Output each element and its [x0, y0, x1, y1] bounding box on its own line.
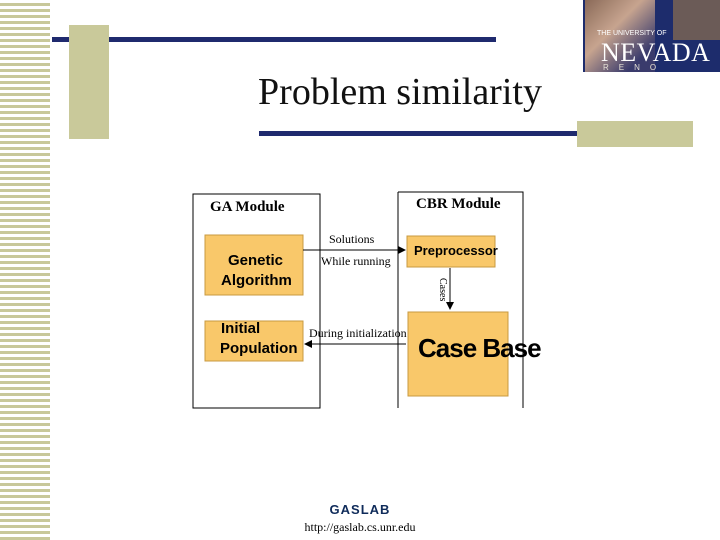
gaslab-logo: GASLAB — [329, 502, 391, 517]
genetic-algorithm-box — [204, 234, 304, 296]
striped-sidebar — [0, 0, 50, 540]
diagram-svg — [192, 191, 524, 409]
genetic-label: Genetic — [228, 252, 284, 269]
ga-module-frame — [192, 193, 321, 409]
slide-title: Problem similarity — [258, 71, 542, 113]
case-base-box — [407, 311, 509, 397]
algorithm-label: Algorithm — [221, 272, 292, 289]
top-olive-block — [69, 25, 109, 139]
cbr-module-frame — [397, 191, 524, 408]
cbr-module-label: CBR Module — [416, 196, 501, 212]
bottom-olive-block — [577, 121, 693, 147]
logo-photo — [585, 0, 655, 72]
ga-cbr-diagram: GA Module CBR Module Genetic Algorithm I… — [192, 191, 542, 409]
preprocessor-box — [406, 235, 496, 268]
preprocessor-label: Preprocessor — [414, 243, 498, 258]
while-running-label: While running — [321, 254, 391, 268]
initial-population-box — [204, 320, 304, 362]
university-logo: THE UNIVERSITY OF NEVADA RENO — [583, 0, 720, 72]
during-initialization-label: During initialization — [309, 326, 407, 340]
logo-name: NEVADA — [601, 38, 711, 67]
initial-label: Initial — [221, 320, 261, 337]
cases-label: Cases — [437, 278, 448, 302]
logo-sub: RENO — [603, 63, 667, 72]
case-base-label: Case Base — [418, 333, 542, 363]
footer-url[interactable]: http://gaslab.cs.unr.edu — [304, 520, 416, 534]
top-navy-bar — [52, 37, 496, 42]
population-label: Population — [220, 340, 298, 357]
bottom-navy-bar — [259, 131, 692, 136]
solutions-label: Solutions — [329, 232, 375, 246]
logo-top-text: THE UNIVERSITY OF — [597, 30, 667, 37]
ga-module-label: GA Module — [210, 199, 285, 215]
logo-building — [673, 0, 720, 40]
